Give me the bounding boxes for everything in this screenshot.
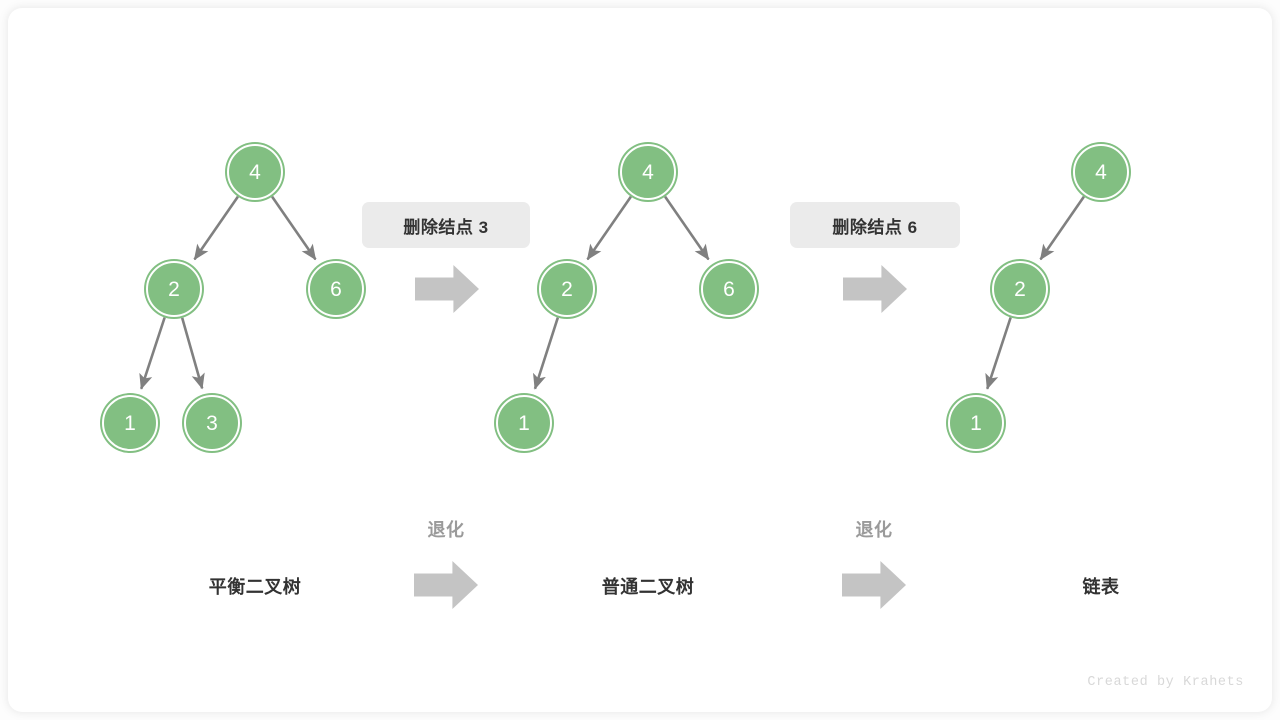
- tree-edge: [985, 317, 1012, 390]
- caption-balanced: 平衡二叉树: [208, 577, 302, 597]
- tree-edge: [664, 195, 710, 261]
- tree-node-2[interactable]: 2: [539, 261, 595, 317]
- tree-edges-layer: [139, 195, 1085, 390]
- tree-node-3[interactable]: 3: [184, 395, 240, 451]
- tree-node-2[interactable]: 2: [992, 261, 1048, 317]
- tree-node-4[interactable]: 4: [1073, 144, 1129, 200]
- tree-edge: [139, 317, 166, 390]
- arrow-bottom-1-block-arrow-icon: [414, 561, 478, 609]
- caption-linkedlist: 链表: [1082, 577, 1120, 597]
- tree-node-4[interactable]: 4: [620, 144, 676, 200]
- tree-edge: [533, 317, 560, 390]
- tree-edge: [1039, 195, 1085, 261]
- arrow-top-2-block-arrow-icon: [843, 265, 907, 313]
- tree-node-2[interactable]: 2: [146, 261, 202, 317]
- tree-node-1[interactable]: 1: [102, 395, 158, 451]
- op-delete-3-chip: 删除结点 3: [362, 202, 530, 248]
- tree-edge: [586, 195, 632, 261]
- caption-ordinary: 普通二叉树: [601, 577, 695, 597]
- tree-edge: [271, 195, 317, 261]
- tree-node-6[interactable]: 6: [701, 261, 757, 317]
- tree-edge: [180, 317, 205, 390]
- tree-node-6[interactable]: 6: [308, 261, 364, 317]
- degrade-1-label: 退化: [427, 520, 465, 540]
- watermark: Created by Krahets: [1087, 675, 1244, 690]
- arrow-top-1-block-arrow-icon: [415, 265, 479, 313]
- arrow-bottom-2-block-arrow-icon: [842, 561, 906, 609]
- op-delete-6-chip: 删除结点 6: [790, 202, 960, 248]
- degrade-2-label: 退化: [855, 520, 893, 540]
- tree-node-1[interactable]: 1: [496, 395, 552, 451]
- tree-edge: [193, 195, 239, 261]
- tree-node-4[interactable]: 4: [227, 144, 283, 200]
- tree-node-1[interactable]: 1: [948, 395, 1004, 451]
